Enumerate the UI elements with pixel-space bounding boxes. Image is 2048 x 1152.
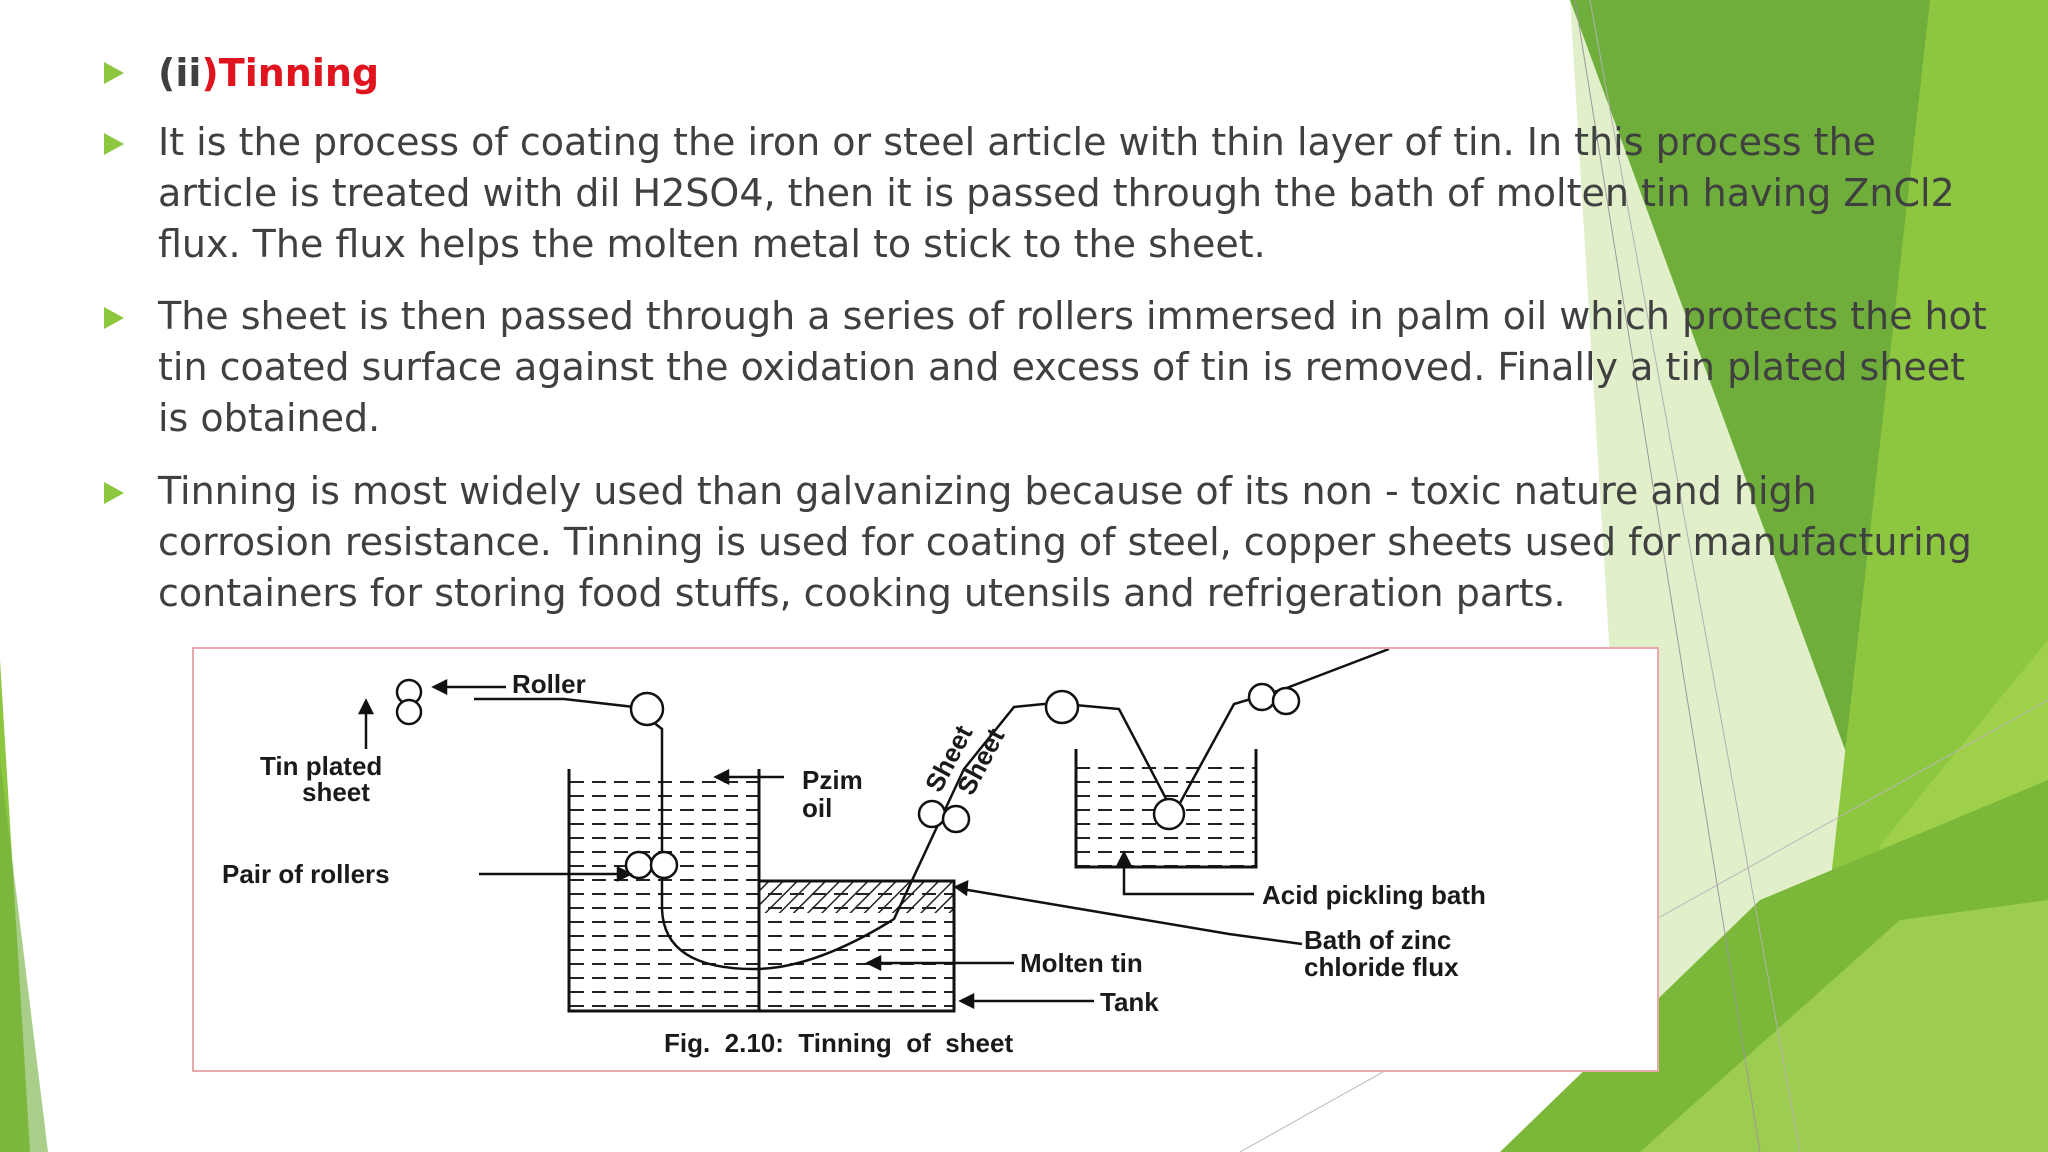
label-pzim: Pzim: [802, 765, 863, 795]
roller-acid-left: [1044, 689, 1080, 725]
pair-rollers-mid: [917, 799, 971, 834]
molten-tin-tank: [757, 879, 956, 1013]
heading-paren: ): [201, 51, 219, 95]
sheet-path: [474, 649, 1390, 971]
label-tin-plated-sheet: sheet: [302, 777, 370, 807]
bullet-arrow-icon: [104, 133, 124, 155]
heading-number: (ii: [158, 51, 202, 95]
label-chloride-flux: chloride flux: [1304, 952, 1459, 982]
paragraph-rollers: The sheet is then passed through a serie…: [158, 294, 1987, 440]
label-bath-of-zinc: Bath of zinc: [1304, 925, 1451, 955]
roller-acid-bottom: [1152, 797, 1186, 831]
label-roller: Roller: [512, 669, 586, 699]
roller-oil-top: [629, 691, 665, 727]
label-molten-tin: Molten tin: [1020, 948, 1143, 978]
label-oil: oil: [802, 793, 832, 823]
bullet-arrow-icon: [104, 307, 124, 329]
thin-line-2: [1589, 0, 1801, 1152]
thin-line-1: [1574, 0, 1761, 1152]
pair-rollers-oil: [624, 850, 679, 880]
pair-rollers-right: [1247, 682, 1301, 716]
leader-lines: [357, 678, 1303, 1010]
heading-title: Tinning: [218, 51, 380, 95]
figure-caption: Fig. 2.10: Tinning of sheet: [664, 1028, 1013, 1058]
label-tank: Tank: [1100, 987, 1159, 1017]
paragraph-uses: Tinning is most widely used than galvani…: [158, 469, 1972, 615]
paragraph-process: It is the process of coating the iron or…: [158, 120, 1955, 266]
roller-top-left: [395, 678, 423, 726]
label-pair-of-rollers: Pair of rollers: [222, 859, 390, 889]
tinning-diagram: Roller Tin plated sheet Pzim oil Pair of…: [192, 647, 1659, 1072]
slide-heading: (ii)Tinning: [158, 48, 379, 98]
palm-oil-tank: [567, 769, 761, 1013]
bullet-arrow-icon: [104, 62, 124, 84]
label-tin-plated: Tin plated: [260, 751, 382, 781]
green-facet-bottom-light: [1640, 900, 2048, 1152]
bullet-arrow-icon: [104, 482, 124, 504]
label-acid-pickling-bath: Acid pickling bath: [1262, 880, 1486, 910]
left-edge-dark: [0, 760, 48, 1152]
